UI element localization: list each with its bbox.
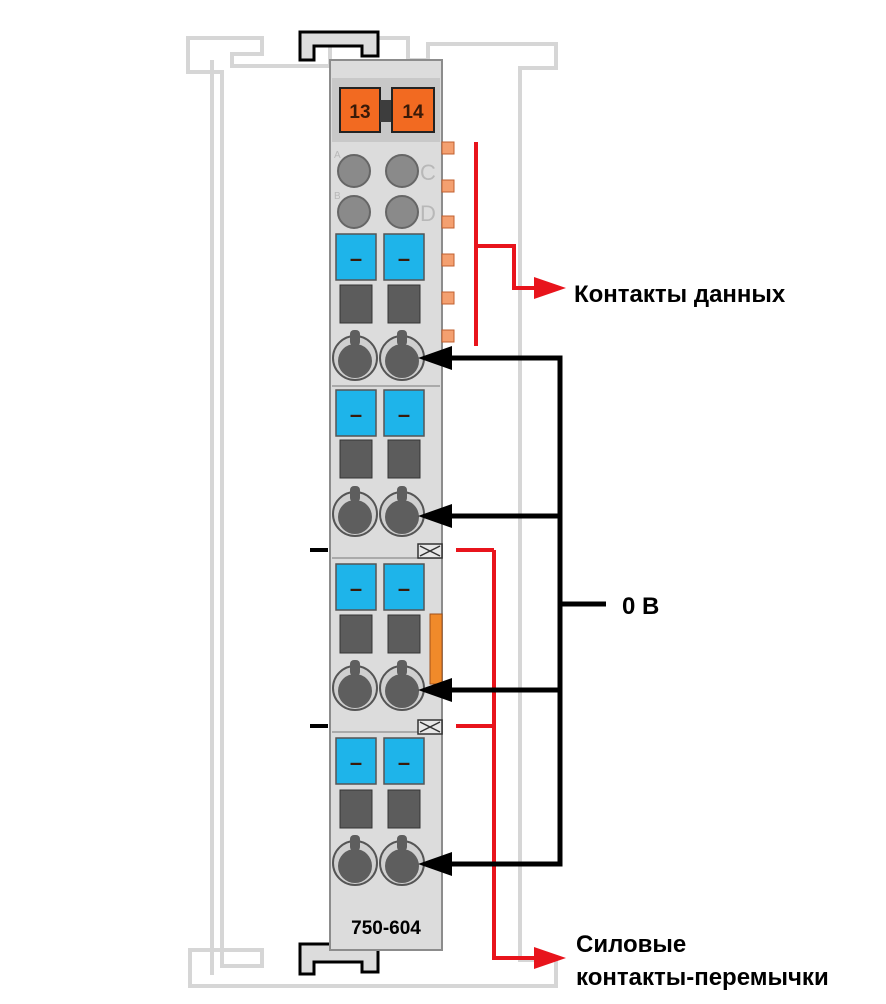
top-clip: [298, 30, 380, 62]
led-letter-a: A: [334, 150, 341, 161]
terminal-block-4: – –: [332, 731, 440, 886]
svg-text:–: –: [398, 246, 410, 271]
terminal-block-1: – –: [332, 233, 425, 381]
bottom-clip: [298, 942, 380, 976]
svg-text:–: –: [398, 576, 410, 601]
svg-text:–: –: [398, 750, 410, 775]
power-jumper-callout: [456, 548, 536, 960]
ident-14: 14: [402, 102, 424, 123]
voltage-arrowheads: [418, 346, 452, 876]
led-b: [337, 195, 371, 229]
terminal-block-3: – –: [332, 557, 440, 711]
svg-text:–: –: [350, 576, 362, 601]
data-contacts-callout: [474, 142, 536, 346]
voltage-callout: [446, 355, 606, 867]
svg-text:–: –: [398, 402, 410, 427]
power-jumper-label-line2: контакты-перемычки: [576, 964, 829, 991]
svg-text:–: –: [350, 402, 362, 427]
led-letter-c: C: [420, 160, 436, 185]
status-leds: A B C D: [334, 150, 436, 229]
led-letter-b: B: [334, 191, 341, 202]
data-contacts: [441, 141, 455, 343]
led-d: [385, 195, 419, 229]
power-jumper-label-line1: Силовые: [576, 931, 686, 958]
svg-text:–: –: [350, 246, 362, 271]
data-contacts-label: Контакты данных: [574, 281, 786, 308]
svg-text:–: –: [350, 750, 362, 775]
clamp-release: [383, 233, 425, 281]
led-a: [337, 154, 371, 188]
ident-markers: 13 14: [339, 87, 435, 133]
terminal-block-2: – –: [332, 385, 440, 537]
clamp-release: [335, 233, 377, 281]
led-letter-d: D: [420, 201, 436, 226]
ident-13: 13: [349, 102, 370, 123]
power-jumper-contacts: [310, 543, 443, 735]
terminal-module: 13 14 A B C D – –: [298, 30, 455, 976]
power-jumper-arrowhead: [534, 947, 566, 969]
data-contacts-arrowhead: [534, 277, 566, 299]
voltage-label: 0 В: [622, 593, 659, 620]
jumper-blade: [429, 613, 443, 685]
model-label: 750-604: [351, 918, 421, 939]
led-c: [385, 154, 419, 188]
din-rail: [186, 36, 558, 988]
